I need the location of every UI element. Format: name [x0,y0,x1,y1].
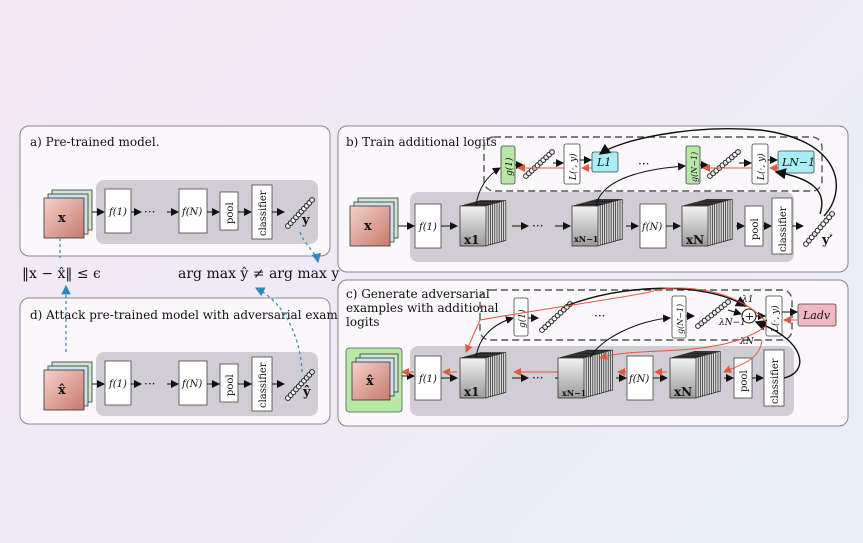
connector-yhat-to-argmax [254,287,303,373]
g1-label-c: g(1) [517,309,528,328]
lambdaN1-label: λN−1 [718,318,746,328]
y-label: y [301,213,310,228]
logit-vector-y [285,197,315,229]
xN-label-c: xN [674,385,692,399]
f1-label-c: f(1) [418,374,437,385]
f1-label: f(1) [108,207,127,218]
loss-fn-label-c: L(·, y) [770,305,781,333]
panel-c-title-3: logits [346,315,380,329]
y-hat-label: ŷ [302,385,311,400]
pool-label-b: pool [750,218,761,240]
f1-label-d: f(1) [108,379,127,390]
lambdaN-label: λN [739,337,755,347]
panel-c-title-2: examples with additional [346,301,499,315]
dots-aux-b: ··· [638,157,649,171]
feature-map-x1-b [459,200,507,247]
x1-label-b: x1 [464,233,480,247]
logit-vector-y-hat [285,369,315,401]
layer-f1-box [104,188,132,234]
f1-label-b: f(1) [418,222,437,233]
dots-label: ··· [144,205,155,219]
layer-f1-box-d [104,360,132,406]
input-image-x: x [43,189,93,239]
loss-fn-box-N1-b [751,143,769,185]
fN-label-d: f(N) [181,379,202,390]
loss-fn-box-c [765,295,783,337]
aux-logits-N1-c [695,299,731,329]
logit-vector-y-prime [803,211,835,247]
panel-d: d) Attack pre-trained model with adversa… [19,297,363,425]
dots-label-d: ··· [144,377,155,391]
input-image-x-hat: x̂ [43,361,93,411]
layer-f1-box-b [414,203,442,249]
aux-logits-region-b [483,136,823,192]
panel-d-title: d) Attack pre-trained model with adversa… [30,308,363,322]
xN1-label-c: xN−1 [562,388,586,398]
aux-head-g1-c [513,297,529,337]
feature-map-x1-c [459,352,507,399]
loss-fn-label-N1-b: L(·, y) [756,153,767,181]
aux-logits-N1-b [707,149,741,179]
x-hat-label-c: x̂ [366,374,374,389]
x-label: x [58,211,66,226]
L1-label: L1 [596,156,611,169]
aux-logits-1-b [523,149,555,179]
gN1-label-c: g(N−1) [676,304,685,334]
gN1-label-b: g(N−1) [690,152,699,182]
fN-label: f(N) [181,207,202,218]
pool-label-c: pool [739,370,750,392]
panel-c-title-1: c) Generate adversarial [346,287,490,301]
input-image-x-b: x [349,197,399,247]
xN-label-b: xN [686,233,704,247]
classifier-label-b: classifier [778,206,789,252]
aux-logits-1-c [539,301,573,333]
loss-LN1-box [777,150,815,174]
pool-label-d: pool [225,374,236,396]
classifier-label-d: classifier [258,362,269,408]
dots-aux-c: ··· [594,309,605,323]
x-hat-label: x̂ [58,383,66,398]
panel-b: b) Train additional logits x f(1) x1 ···… [337,125,849,273]
fN-label-c: f(N) [628,374,649,385]
x1-label-c: x1 [464,385,480,399]
fN-label-b: f(N) [641,222,662,233]
layer-fN-box [178,188,208,234]
aux-head-gN1-c [671,295,687,339]
panel-a-title: a) Pre-trained model. [30,135,160,149]
pool-box-d [219,363,239,403]
loss-fn-label-1-b: L(·, y) [568,153,579,181]
connector-y-to-argmax [299,231,322,264]
input-image-x-hat-c: x̂ [351,353,399,401]
pool-label: pool [225,202,236,224]
plus-label: + [745,310,754,323]
loss-fn-box-1-b [563,143,581,185]
argmax-inequality: arg max ŷ ≠ arg max y [178,265,339,282]
xN1-label-b: xN−1 [574,234,598,244]
g1-label-b: g(1) [504,157,515,176]
panel-c: c) Generate adversarial examples with ad… [337,279,849,427]
x-label-b: x [364,219,372,234]
feature-map-xN-b [681,199,733,247]
panel-a: a) Pre-trained model. x f(1) ··· f(N) po… [19,125,331,257]
pool-box [219,191,239,231]
classifier-label: classifier [258,190,269,236]
layer-fN-box-b [639,203,667,249]
dots-label-b: ··· [532,219,543,233]
LN1-label: LN−1 [781,156,815,169]
feature-map-xN-c [669,351,721,399]
layer-fN-box-d [178,360,208,406]
Ladv-label: Ladv [802,309,831,322]
norm-constraint: ‖x − x̂‖ ≤ ϵ [22,266,101,282]
panel-b-title: b) Train additional logits [346,135,497,149]
dots-label-c: ··· [532,371,543,385]
feature-map-xN1-b [571,199,623,247]
classifier-label-c: classifier [770,358,781,404]
y-prime-label: y′ [821,233,834,248]
layer-fN-box-c [626,355,654,401]
loss-Ladv-box [797,303,837,327]
